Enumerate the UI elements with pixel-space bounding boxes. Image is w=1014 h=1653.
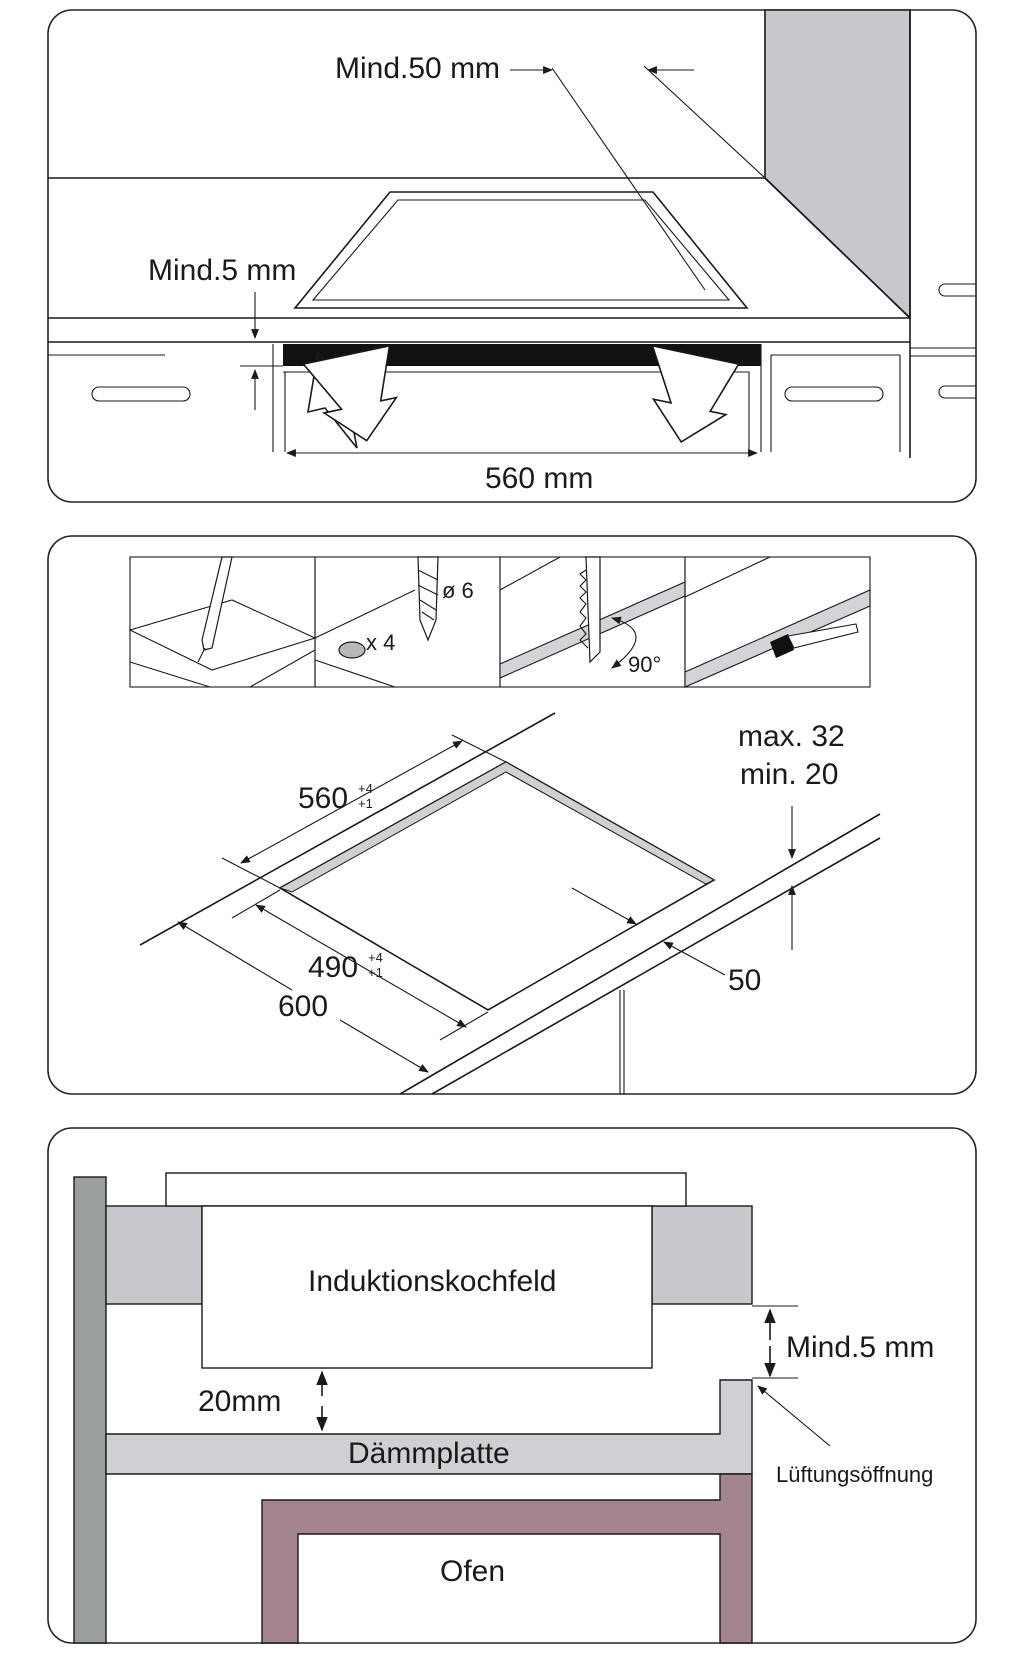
jigsaw-blade-icon	[585, 556, 601, 664]
svg-text:+4: +4	[358, 781, 373, 796]
worktop-depth-label: 600	[278, 990, 328, 1023]
min5-label: Mind.5 mm	[148, 254, 296, 287]
hob-body	[283, 344, 761, 366]
hob-glass	[165, 1172, 687, 1207]
thickness-max-label: max. 32	[738, 720, 845, 753]
svg-text:+1: +1	[368, 965, 383, 980]
min50-label: Mind.50 mm	[335, 52, 500, 85]
cutout-depth-label: 560	[298, 782, 348, 815]
oven-frame	[261, 1473, 753, 1644]
insulation-plate	[105, 1379, 753, 1475]
panel-oven-installation: Induktionskochfeld Dämmplatte Ofen 20mm …	[47, 1127, 977, 1644]
hob-top	[293, 191, 749, 309]
oven-label: Ofen	[440, 1555, 505, 1588]
cutout-width-label: 490	[308, 951, 358, 984]
panel-cutout-dimensions: ø 6 x 4 90°	[47, 535, 977, 1095]
edge-distance-label: 50	[728, 964, 761, 997]
induction-hob	[201, 1205, 653, 1369]
svg-text:+1: +1	[358, 796, 373, 811]
thickness-min-label: min. 20	[740, 758, 838, 791]
step-seal-edge	[684, 556, 871, 688]
vent-label: Lüftungsöffnung	[776, 1462, 933, 1487]
drill-hole-icon	[338, 641, 366, 659]
cut-angle-label: 90°	[628, 652, 661, 677]
brush-handle-icon	[787, 623, 859, 649]
gap-20mm-label: 20mm	[198, 1385, 281, 1418]
side-wall-post	[73, 1176, 107, 1644]
insulation-label: Dämmplatte	[348, 1437, 510, 1470]
panel-ventilation-clearance: 560 mm Mind.50 mm Mind.5 mm	[47, 9, 977, 503]
step-mark-cutout	[128, 556, 317, 688]
pencil-icon	[201, 556, 233, 651]
hole-count-label: x 4	[366, 630, 395, 655]
brush-icon	[770, 634, 794, 658]
airflow-arrow-icon	[651, 344, 740, 444]
hob-label: Induktionskochfeld	[308, 1265, 557, 1298]
dim-560-label: 560 mm	[485, 462, 593, 495]
gap-min5-label: Mind.5 mm	[786, 1331, 934, 1364]
hole-diameter-label: ø 6	[442, 578, 474, 603]
svg-text:+4: +4	[368, 950, 383, 965]
